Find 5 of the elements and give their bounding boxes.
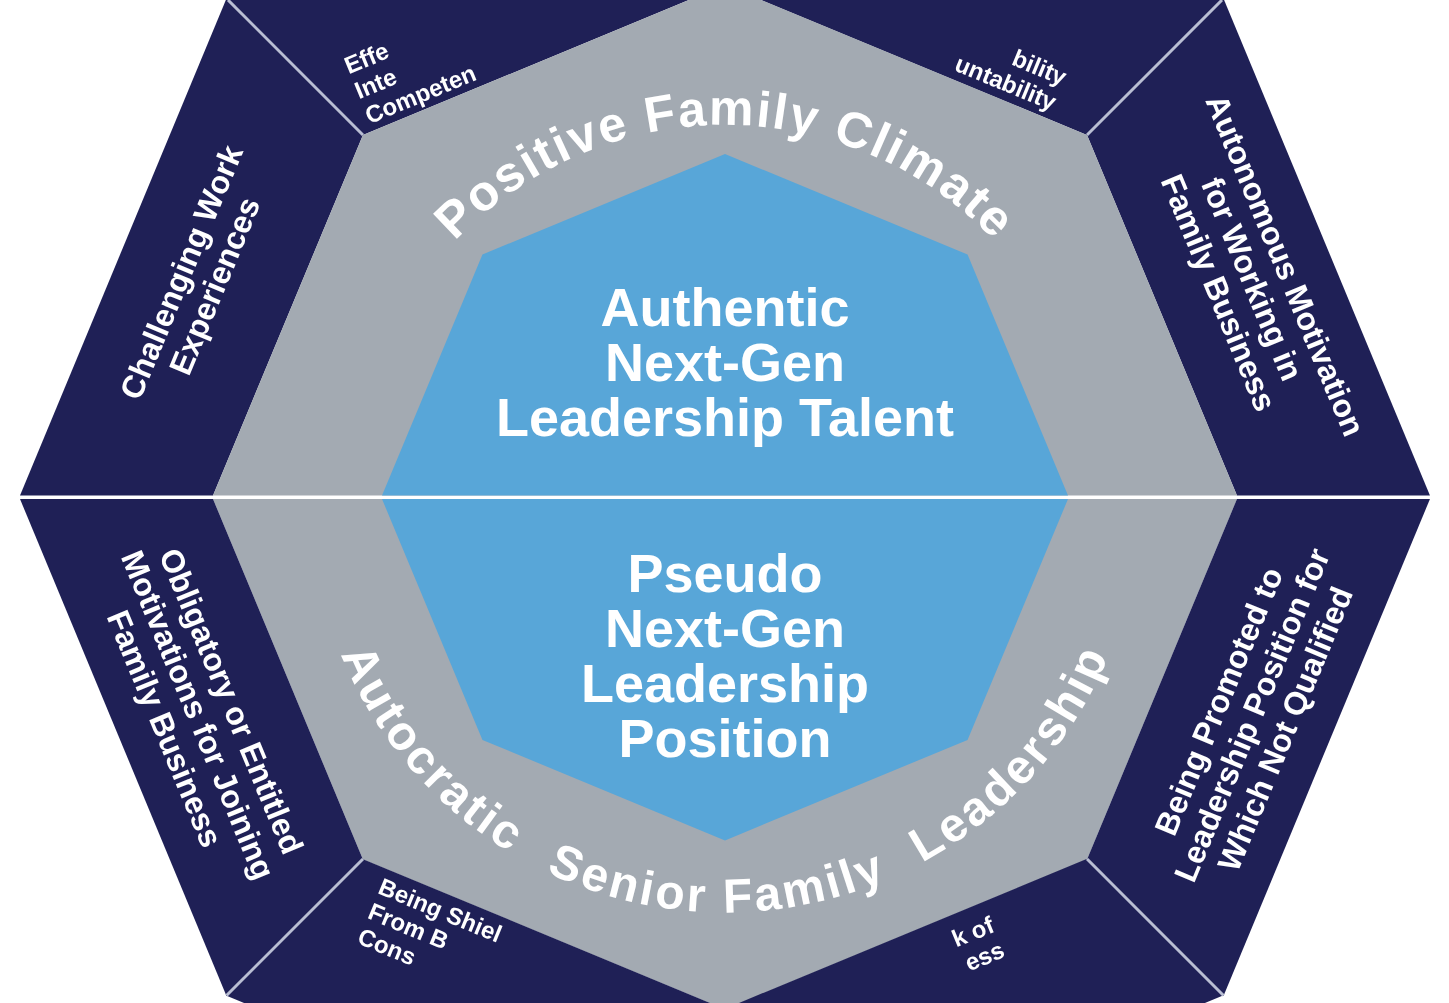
core-title: Pseudo Next-Gen Leadership Position — [580, 546, 870, 767]
arc-heading: Senior — [541, 832, 711, 922]
core-title: Authentic Next-Gen Leadership Talent — [495, 279, 955, 445]
arc-heading: Family — [722, 838, 893, 923]
segment-label: k of ess — [947, 911, 1008, 978]
